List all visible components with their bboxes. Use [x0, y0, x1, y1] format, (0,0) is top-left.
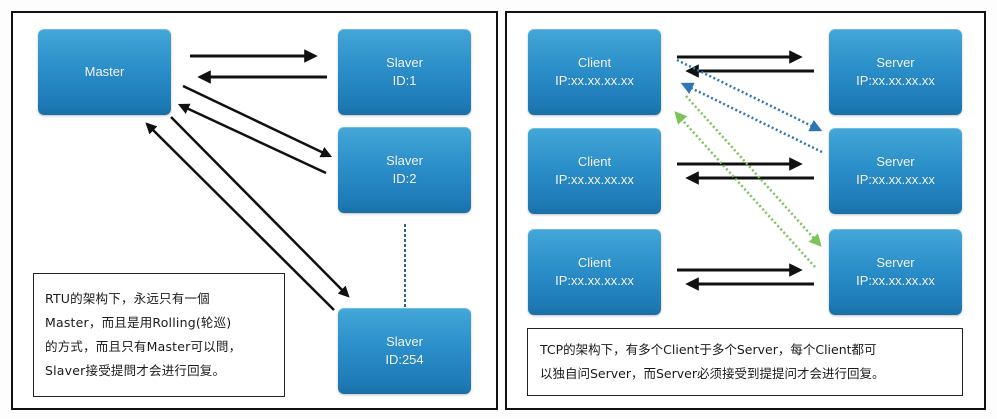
- client-node-1: Client IP:xx.xx.xx.xx: [528, 29, 661, 115]
- rtu-note-line: RTU的架构下，永远只有一個: [45, 291, 210, 306]
- server-node-3: Server IP:xx.xx.xx.xx: [829, 229, 962, 315]
- client-ip: IP:xx.xx.xx.xx: [555, 172, 634, 187]
- tcp-note: TCP的架构下，有多个Client于多个Server，每个Client都可 以独…: [527, 328, 963, 396]
- server-node-1: Server IP:xx.xx.xx.xx: [829, 29, 962, 115]
- slave-name: Slaver: [386, 153, 423, 168]
- slave-id: ID:2: [392, 171, 417, 186]
- client-ip: IP:xx.xx.xx.xx: [555, 73, 634, 88]
- slave-node-254: Slaver ID:254: [338, 308, 471, 394]
- slave-name: Slaver: [386, 334, 423, 349]
- client-name: Client: [577, 55, 612, 70]
- server-name: Server: [876, 55, 915, 70]
- slave-node-2: Slaver ID:2: [338, 127, 471, 213]
- rtu-note-line: Master，而且是用Rolling(轮巡): [45, 315, 232, 330]
- client-name: Client: [577, 154, 612, 169]
- client-node-2: Client IP:xx.xx.xx.xx: [528, 128, 661, 214]
- client-ip: IP:xx.xx.xx.xx: [555, 273, 634, 288]
- server-ip: IP:xx.xx.xx.xx: [856, 73, 935, 88]
- server-ip: IP:xx.xx.xx.xx: [856, 273, 935, 288]
- server-ip: IP:xx.xx.xx.xx: [856, 172, 935, 187]
- slave-id: ID:1: [392, 73, 417, 88]
- client-name: Client: [577, 255, 612, 270]
- slave-node-1: Slaver ID:1: [338, 29, 471, 115]
- slave-id: ID:254: [385, 352, 424, 367]
- tcp-note-line: 以独自问Server，而Server必须接受到提提问才会进行回复。: [540, 366, 885, 381]
- rtu-note: RTU的架构下，永远只有一個 Master，而且是用Rolling(轮巡) 的方…: [33, 273, 285, 397]
- client-node-3: Client IP:xx.xx.xx.xx: [528, 229, 661, 315]
- server-name: Server: [876, 154, 915, 169]
- master-label: Master: [84, 64, 125, 79]
- tcp-note-line: TCP的架构下，有多个Client于多个Server，每个Client都可: [540, 342, 877, 357]
- rtu-note-line: 的方式，而且只有Master可以問，: [45, 339, 242, 354]
- slave-name: Slaver: [386, 55, 423, 70]
- master-node: Master: [38, 29, 171, 115]
- server-name: Server: [876, 255, 915, 270]
- server-node-2: Server IP:xx.xx.xx.xx: [829, 128, 962, 214]
- rtu-note-line: Slaver接受提問才会进行回复。: [45, 363, 226, 378]
